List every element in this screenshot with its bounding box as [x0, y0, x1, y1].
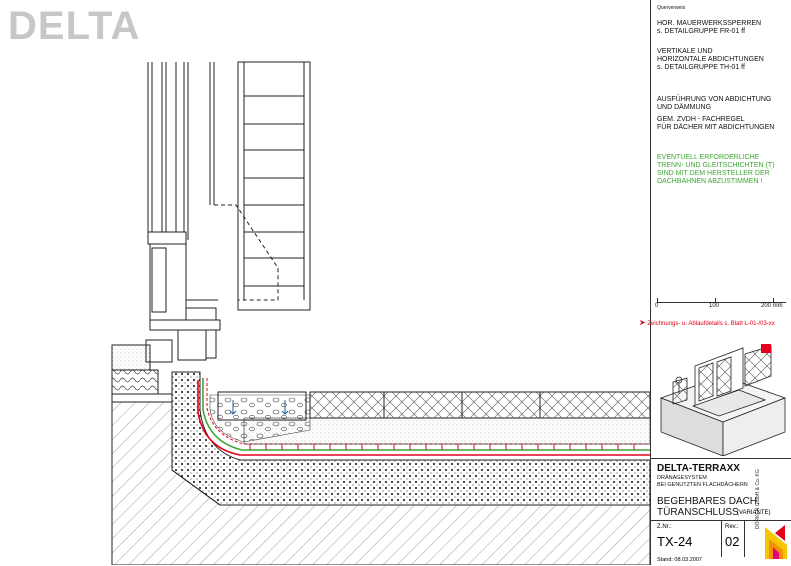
green-line2: TRENN- UND GLEITSCHICHTEN (T): [657, 162, 775, 169]
section-drawing: [111, 61, 650, 565]
ref3-line4: FÜR DÄCHER MIT ABDICHTUNGEN: [657, 124, 775, 131]
reference-1: HOR. MAUERWERKSSPERREN s. DETAILGRUPPE F…: [657, 20, 761, 36]
floor-insulation: [111, 369, 159, 395]
ref2-line3: s. DETAILGRUPPE TH-01 ff: [657, 64, 745, 71]
roof-insulation: [171, 371, 650, 506]
cross-reference-heading: Querverweis: [657, 4, 685, 12]
floor-screed: [111, 344, 151, 371]
green-line3: SIND MIT DEM HERSTELLER DER: [657, 170, 770, 177]
ref2-line2: HORIZONTALE ABDICHTUNGEN: [657, 56, 764, 63]
waterproofing-green: [202, 378, 650, 451]
scale-tick-200: [773, 298, 774, 303]
detail-title-1: BEGEHBARES DACH:: [657, 496, 760, 507]
scale-tick-0: [657, 298, 658, 303]
drawing-number-row: Z.Nr.: TX-24 Rev.: 02: [651, 520, 791, 558]
scale-label-0: 0: [655, 303, 659, 309]
waterproofing-red: [197, 380, 650, 456]
scale-line: [657, 302, 786, 303]
shutter-box: [214, 61, 311, 311]
viewpoint-note: ➤ Zeichnungs- u. Ablaufdetails s. Blatt …: [639, 318, 775, 327]
product-name: DELTA-TERRAXX: [657, 463, 740, 474]
heading-text: Querverweis: [657, 5, 686, 11]
red-arrow-icon: ➤: [639, 318, 646, 327]
isometric-view: [659, 344, 787, 456]
red-marker: [761, 344, 771, 353]
green-line1: EVENTUELL ERFORDERLICHE: [657, 154, 760, 161]
detail-title-2: TÜRANSCHLUSS: [657, 507, 739, 518]
green-note: EVENTUELL ERFORDERLICHE TRENN- UND GLEIT…: [657, 154, 774, 186]
revision-value: 02: [725, 534, 740, 549]
drawing-number: TX-24: [657, 534, 693, 549]
scale-label-100: 100: [709, 303, 720, 309]
green-line4: DACHBAHNEN ABZUSTIMMEN !: [657, 178, 763, 185]
scale-bar: 0 100 200 mm: [651, 296, 791, 314]
bedding-layer: [243, 417, 650, 445]
drawing-date: Stand: 08.03.2007: [657, 557, 702, 563]
drainage-studs: [249, 444, 635, 450]
product-subtitle-2: BEI GENUTZTEN FLACHDÄCHERN: [657, 482, 748, 488]
scale-label-200: 200 mm: [761, 303, 783, 309]
revision-label: Rev.:: [725, 524, 739, 530]
reference-3: AUSFÜHRUNG VON ABDICHTUNG UND DÄMMUNG GE…: [657, 96, 774, 132]
ref1-line2: s. DETAILGRUPPE FR-01 ff: [657, 28, 746, 35]
paving-slabs: [309, 391, 650, 419]
variant-label: (VARIANTE): [737, 510, 771, 516]
drawing-number-label: Z.Nr.:: [657, 524, 672, 530]
drainage-sheet: [206, 378, 650, 445]
delta-logo: DELTA: [8, 4, 141, 48]
ref1-line1: HOR. MAUERWERKSSPERREN: [657, 20, 762, 27]
reference-2: VERTIKALE UND HORIZONTALE ABDICHTUNGEN s…: [657, 48, 764, 72]
ref3-line3: GEM. ZVDH - FACHREGEL: [657, 116, 745, 123]
scale-tick-100: [715, 298, 716, 303]
door-frame: [145, 62, 221, 363]
product-subtitle-1: DRÄNAGESYSTEM: [657, 475, 707, 481]
floor-slab-top: [111, 393, 173, 403]
title-block: DELTA-TERRAXX DRÄNAGESYSTEM BEI GENUTZTE…: [651, 458, 791, 566]
sidebar: Querverweis HOR. MAUERWERKSSPERREN s. DE…: [639, 0, 791, 566]
doerken-logo-icon: [765, 525, 787, 559]
ref2-line1: VERTIKALE UND: [657, 48, 713, 55]
ref3-line1: AUSFÜHRUNG VON ABDICHTUNG: [657, 96, 772, 103]
ref3-line2: UND DÄMMUNG: [657, 104, 712, 111]
viewpoint-text: Zeichnungs- u. Ablaufdetails s. Blatt L-…: [647, 321, 775, 327]
vertical-company-code: DÖRKEN GmbH & Co. KG: [755, 469, 761, 529]
revision-box: Rev.: 02: [721, 521, 745, 557]
drain-arrows: [229, 400, 289, 415]
